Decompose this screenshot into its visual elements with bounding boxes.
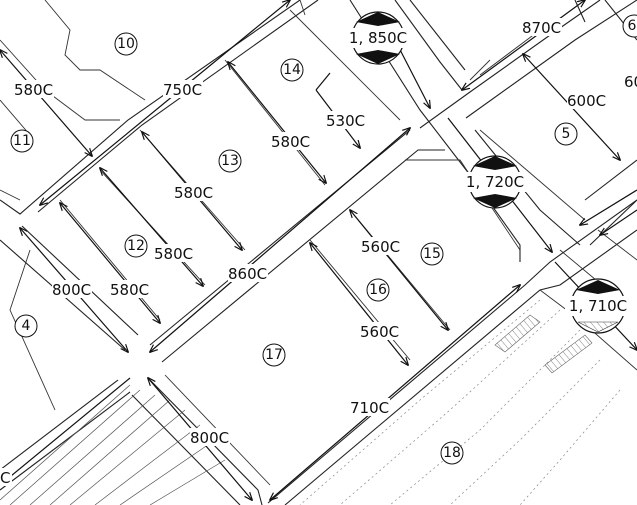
block-number: 12 (127, 238, 145, 254)
intersection-value: 1, 720C (466, 173, 524, 191)
arrow-710c (270, 285, 520, 500)
label-710c: 710C (350, 399, 389, 417)
block-number: 5 (562, 126, 571, 142)
block-number: 18 (443, 445, 461, 461)
block-number: 6 (628, 18, 637, 34)
block-number: 10 (117, 36, 135, 52)
block-number: 13 (221, 153, 239, 169)
label-580c: 580C (14, 81, 53, 99)
intersection-value: 1, 710C (569, 297, 627, 315)
label-580c: 580C (154, 245, 193, 263)
label-870c: 870C (522, 19, 561, 37)
arrow-right-edge-b (600, 209, 637, 235)
intersection-value: 1, 850C (349, 29, 407, 47)
arrow-530c (315, 72, 360, 148)
block-number: 14 (283, 62, 301, 78)
intersection-marker-1850: 1, 850C (347, 11, 409, 65)
block-numbers: 10 11 13 14 12 4 16 15 17 5 18 6 (10, 14, 637, 465)
label-c: C (0, 469, 10, 487)
road-labels: 580C 750C 530C 580C 580C 580C 580C 560C … (0, 18, 637, 487)
label-560c: 560C (361, 238, 400, 256)
block-number: 4 (22, 318, 31, 334)
label-530c: 530C (326, 112, 365, 130)
arrow-750c (40, 0, 290, 205)
arrow-580c-e (60, 203, 160, 323)
intersection-marker-1710: 1, 710C (565, 278, 631, 334)
arrow-580c-b (228, 62, 326, 183)
label-800c: 800C (190, 429, 229, 447)
label-600c: 600C (567, 92, 606, 110)
block-number: 11 (13, 133, 31, 149)
intersection-markers: 1, 850C 1, 720C 1, 710C (347, 11, 631, 334)
label-580c: 580C (110, 281, 149, 299)
label-580c: 580C (174, 184, 213, 202)
block-number: 16 (369, 282, 387, 298)
label-560c: 560C (360, 323, 399, 341)
arrow-870c (462, 0, 585, 90)
label-60: 60 (624, 73, 637, 91)
block-number: 17 (265, 347, 283, 363)
arrow-710c-left (0, 377, 131, 485)
label-860c: 860C (228, 265, 267, 283)
intersection-marker-1720: 1, 720C (464, 155, 526, 209)
block-number: 15 (423, 246, 441, 262)
arrow-860c (150, 128, 410, 352)
label-750c: 750C (163, 81, 202, 99)
label-580c: 580C (271, 133, 310, 151)
label-800c: 800C (52, 281, 91, 299)
arrow-right-edge (580, 189, 637, 225)
